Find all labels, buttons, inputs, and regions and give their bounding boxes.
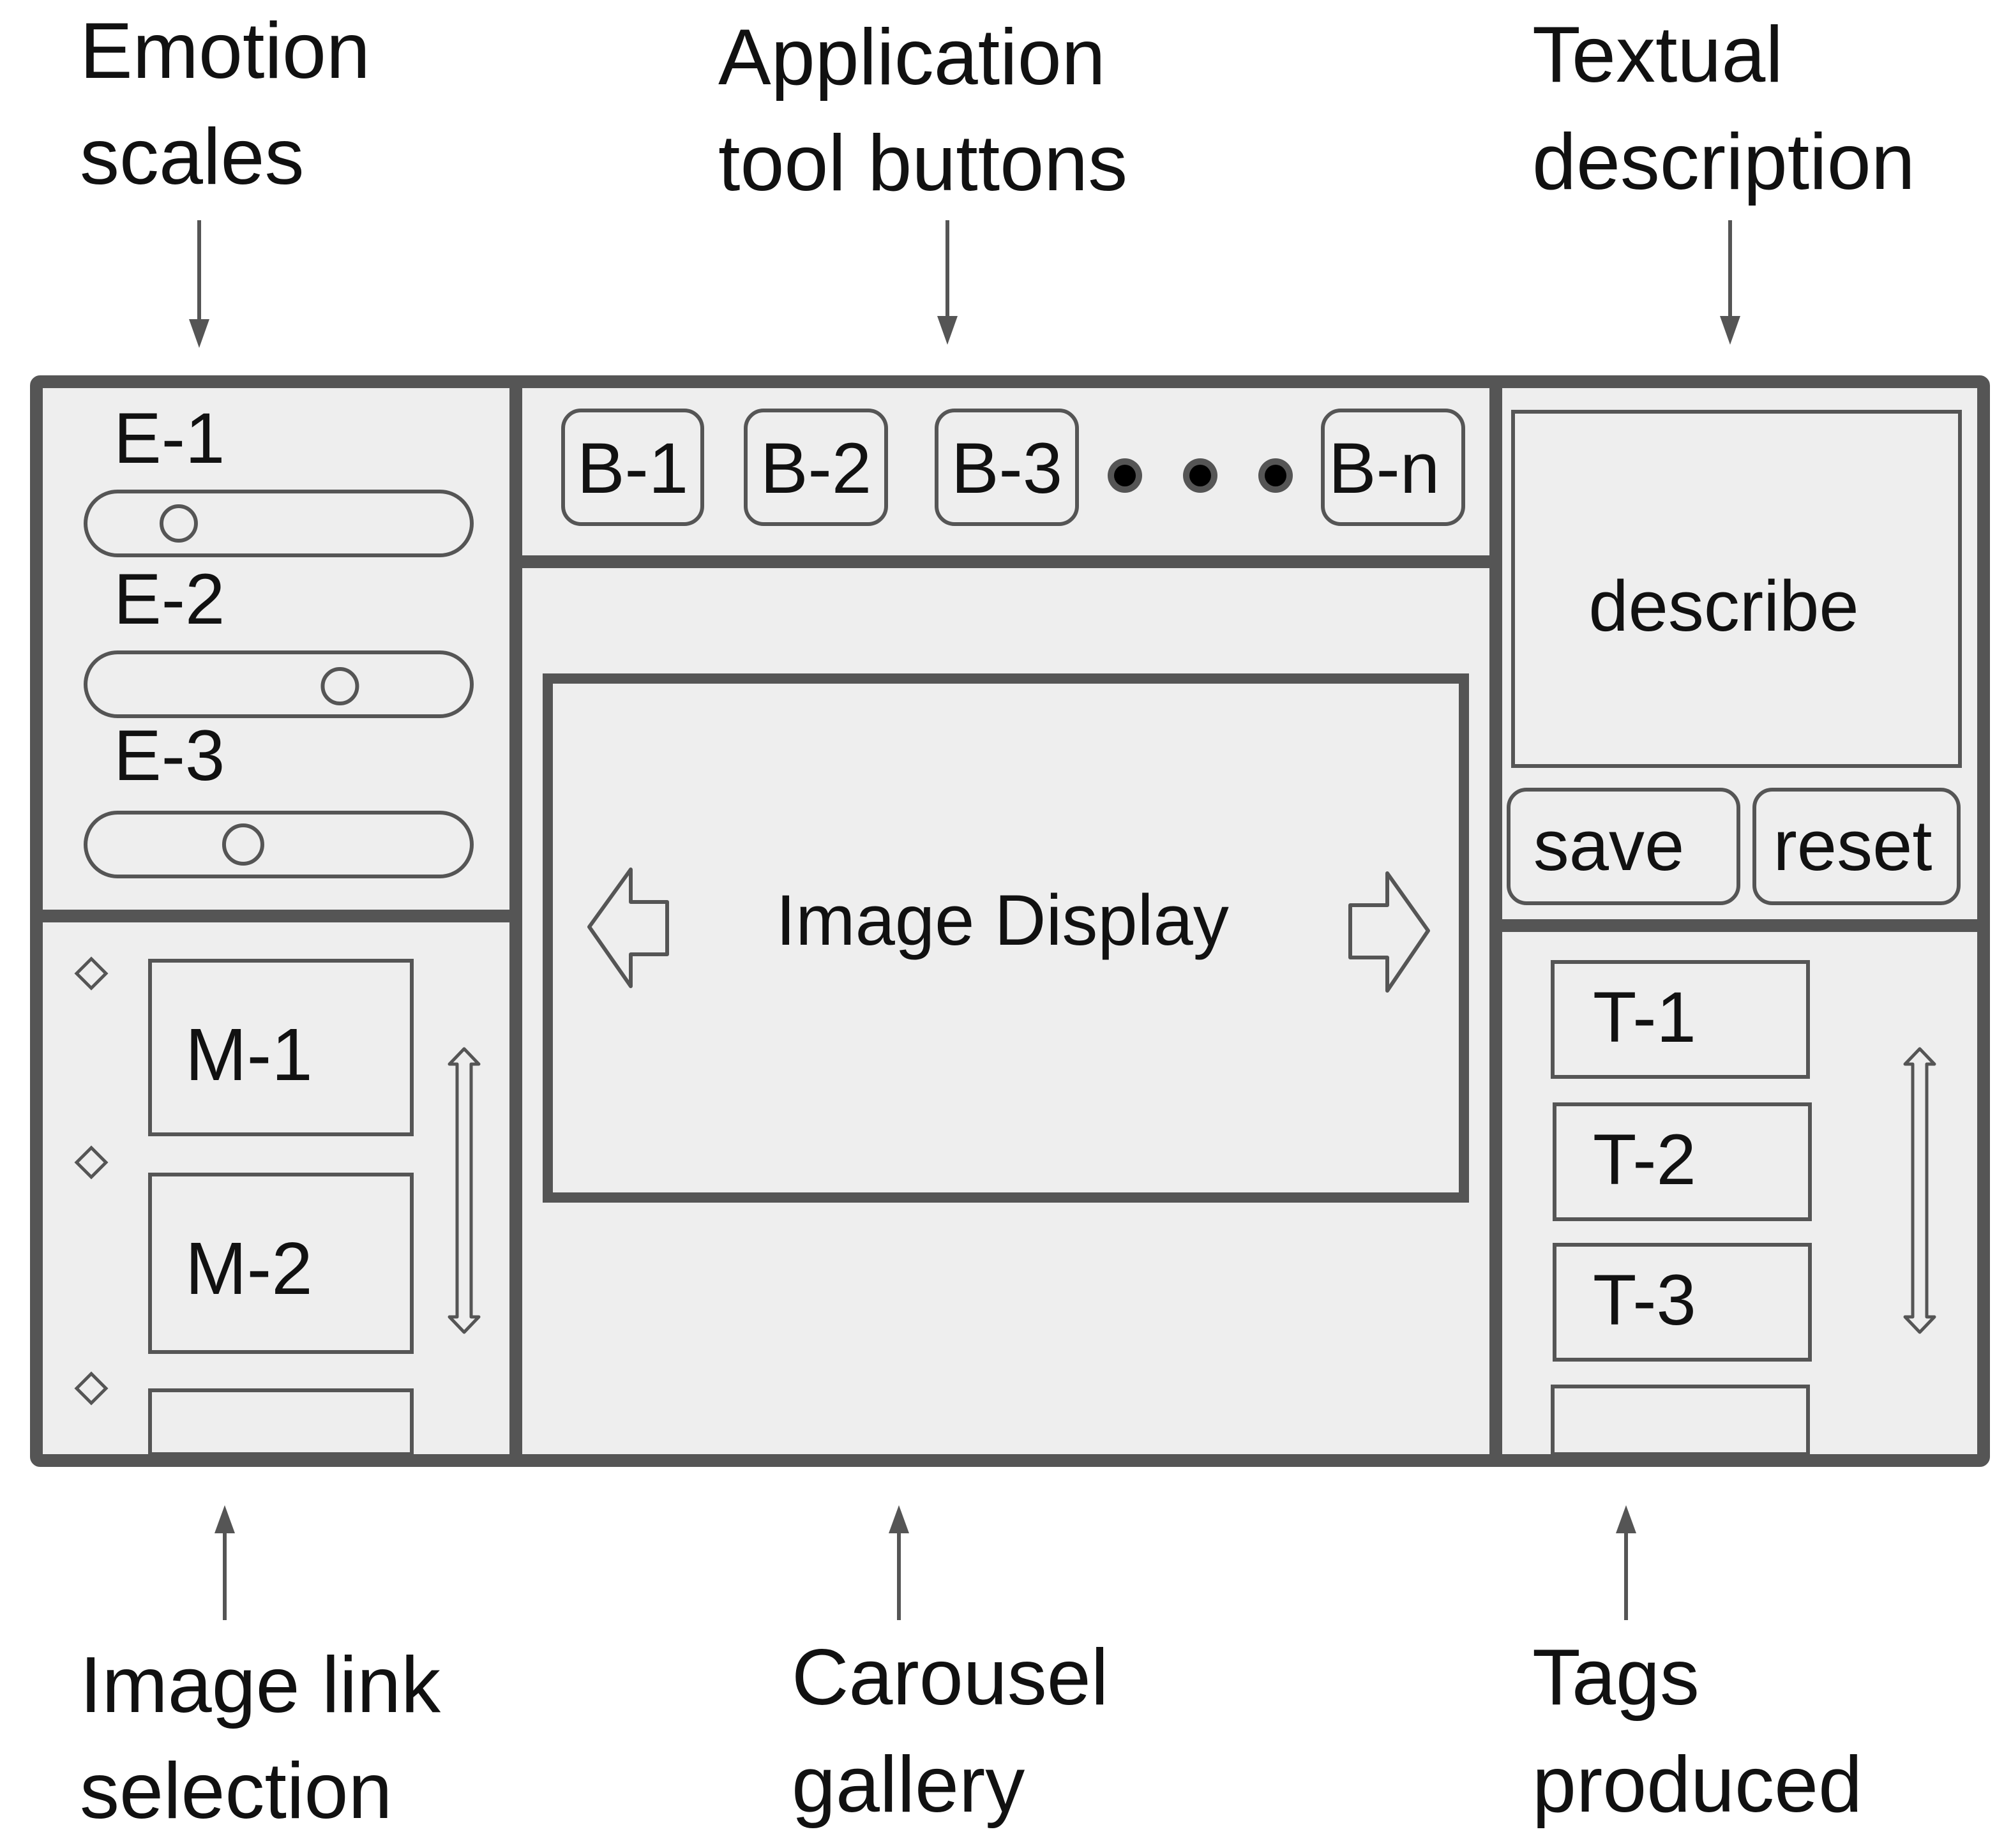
callout-tags-produced: Tags produced	[1532, 1505, 1862, 1829]
emotion-slider-track[interactable]	[84, 811, 474, 878]
carousel-gallery: Image Display	[543, 673, 1469, 1203]
tool-button-label: B-n	[1329, 428, 1440, 508]
tags-panel: T-1 T-2 T-3	[1551, 960, 1936, 1456]
tag-item[interactable]: T-1	[1551, 960, 1810, 1079]
arrow-left-icon[interactable]	[587, 868, 669, 988]
callout-image-link-selection-line2: selection	[80, 1747, 392, 1835]
reset-button-label: reset	[1774, 806, 1932, 885]
tool-button-label: B-2	[760, 428, 871, 508]
emotion-scale-label: E-1	[114, 398, 225, 478]
diamond-icon[interactable]	[74, 956, 109, 991]
callout-carousel-gallery: Carousel gallery	[792, 1505, 1108, 1829]
callout-textual-description: Textual description	[1532, 11, 1915, 345]
emotion-scale-label: E-3	[114, 716, 225, 795]
callout-tool-buttons: Application tool buttons	[718, 13, 1127, 345]
tool-button-bar: B-1 B-2 B-3 B-n	[561, 409, 1465, 526]
emotion-slider-knob[interactable]	[159, 504, 198, 543]
save-button-label: save	[1533, 806, 1685, 885]
image-link-selection-panel: M-1 M-2	[74, 956, 481, 1456]
scroll-updown-icon[interactable]	[1903, 1047, 1936, 1334]
tool-button-b2[interactable]: B-2	[744, 409, 888, 526]
emotion-slider-track[interactable]	[84, 490, 474, 557]
callout-carousel-gallery-line2: gallery	[792, 1741, 1025, 1829]
tool-button-b3[interactable]: B-3	[935, 409, 1079, 526]
callout-tags-produced-line1: Tags	[1532, 1634, 1699, 1722]
callout-emotion-scales-line1: Emotion	[80, 7, 370, 95]
callout-tool-buttons-line2: tool buttons	[718, 119, 1127, 207]
tool-button-bn[interactable]: B-n	[1321, 409, 1465, 526]
callout-textual-description-line1: Textual	[1532, 11, 1783, 99]
image-display-label: Image Display	[776, 880, 1229, 960]
callout-emotion-scales: Emotion scales	[80, 7, 370, 348]
arrow-right-icon[interactable]	[1348, 871, 1430, 993]
callout-image-link-selection: Image link selection	[80, 1505, 441, 1835]
image-link-label: M-2	[185, 1227, 313, 1310]
description-placeholder: describe	[1588, 566, 1858, 646]
tag-item[interactable]: T-3	[1553, 1243, 1812, 1362]
emotion-scales-panel: E-1 E-2 E-3	[84, 398, 474, 878]
arrow-down-icon	[189, 220, 209, 348]
arrow-down-icon	[937, 220, 958, 345]
callout-image-link-selection-line1: Image link	[80, 1641, 441, 1729]
save-button[interactable]: save	[1507, 788, 1740, 905]
callout-textual-description-line2: description	[1532, 118, 1915, 206]
tag-label: T-3	[1593, 1260, 1696, 1340]
diamond-icon[interactable]	[74, 1371, 109, 1406]
emotion-slider-knob[interactable]	[320, 667, 359, 705]
tool-button-label: B-1	[577, 428, 688, 508]
emotion-scale: E-2	[84, 559, 474, 718]
emotion-scale-label: E-2	[114, 559, 225, 639]
arrow-up-icon	[215, 1505, 235, 1620]
tag-label: T-2	[1593, 1120, 1696, 1199]
scroll-updown-icon[interactable]	[448, 1047, 481, 1334]
diamond-icon[interactable]	[74, 1145, 109, 1180]
arrow-up-icon	[889, 1505, 909, 1620]
textual-description-panel: describe save reset	[1507, 410, 1962, 905]
emotion-slider-track[interactable]	[84, 650, 474, 718]
image-link-item[interactable]: M-1	[148, 959, 414, 1136]
tag-label: T-1	[1593, 977, 1696, 1057]
emotion-slider-knob[interactable]	[222, 823, 264, 866]
image-link-item-partial[interactable]	[148, 1388, 414, 1456]
arrow-up-icon	[1616, 1505, 1636, 1620]
arrow-down-icon	[1720, 220, 1740, 345]
tool-button-label: B-3	[951, 428, 1062, 508]
image-link-item[interactable]: M-2	[148, 1173, 414, 1354]
callout-tool-buttons-line1: Application	[718, 13, 1106, 101]
ellipsis-icon	[1108, 458, 1293, 493]
callout-carousel-gallery-line1: Carousel	[792, 1634, 1108, 1722]
description-input[interactable]	[1511, 410, 1962, 768]
emotion-scale: E-3	[84, 716, 474, 878]
callout-tags-produced-line2: produced	[1532, 1741, 1862, 1829]
tag-item-partial[interactable]	[1551, 1385, 1810, 1456]
callout-emotion-scales-line2: scales	[80, 113, 304, 201]
tag-item[interactable]: T-2	[1553, 1102, 1812, 1221]
tool-button-b1[interactable]: B-1	[561, 409, 704, 526]
image-link-label: M-1	[185, 1013, 313, 1096]
emotion-scale: E-1	[84, 398, 474, 557]
reset-button[interactable]: reset	[1752, 788, 1961, 905]
image-display	[543, 673, 1469, 1203]
